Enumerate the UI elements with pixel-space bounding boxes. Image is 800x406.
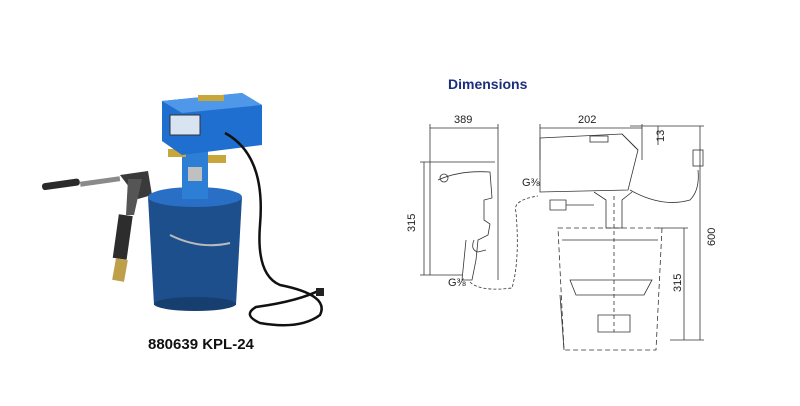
total-height-label: 600 <box>706 228 718 246</box>
gun-width-label: 389 <box>454 114 472 126</box>
motor-housing <box>162 93 262 155</box>
pump-column <box>168 147 226 199</box>
grease-bucket <box>148 187 242 311</box>
dimension-drawing: 389 202 13 315 600 315 G⅜ G⅜ <box>406 114 718 351</box>
product-photo <box>42 93 324 327</box>
bucket-height-label: 315 <box>672 274 684 292</box>
product-caption: 880639 KPL-24 <box>148 336 254 353</box>
grease-gun <box>42 171 152 282</box>
inlet-thread-label: G⅜ <box>448 277 467 289</box>
dimension-labels: 389 202 13 315 600 315 G⅜ G⅜ <box>406 114 718 292</box>
outlet-thread-label: G⅜ <box>522 177 541 189</box>
gun-height-label: 315 <box>406 214 418 232</box>
pump-width-label: 202 <box>578 114 596 126</box>
power-cable <box>224 131 323 327</box>
top-height-label: 13 <box>655 130 667 142</box>
cable-plug <box>316 288 324 296</box>
dimensions-title: Dimensions <box>448 76 528 92</box>
